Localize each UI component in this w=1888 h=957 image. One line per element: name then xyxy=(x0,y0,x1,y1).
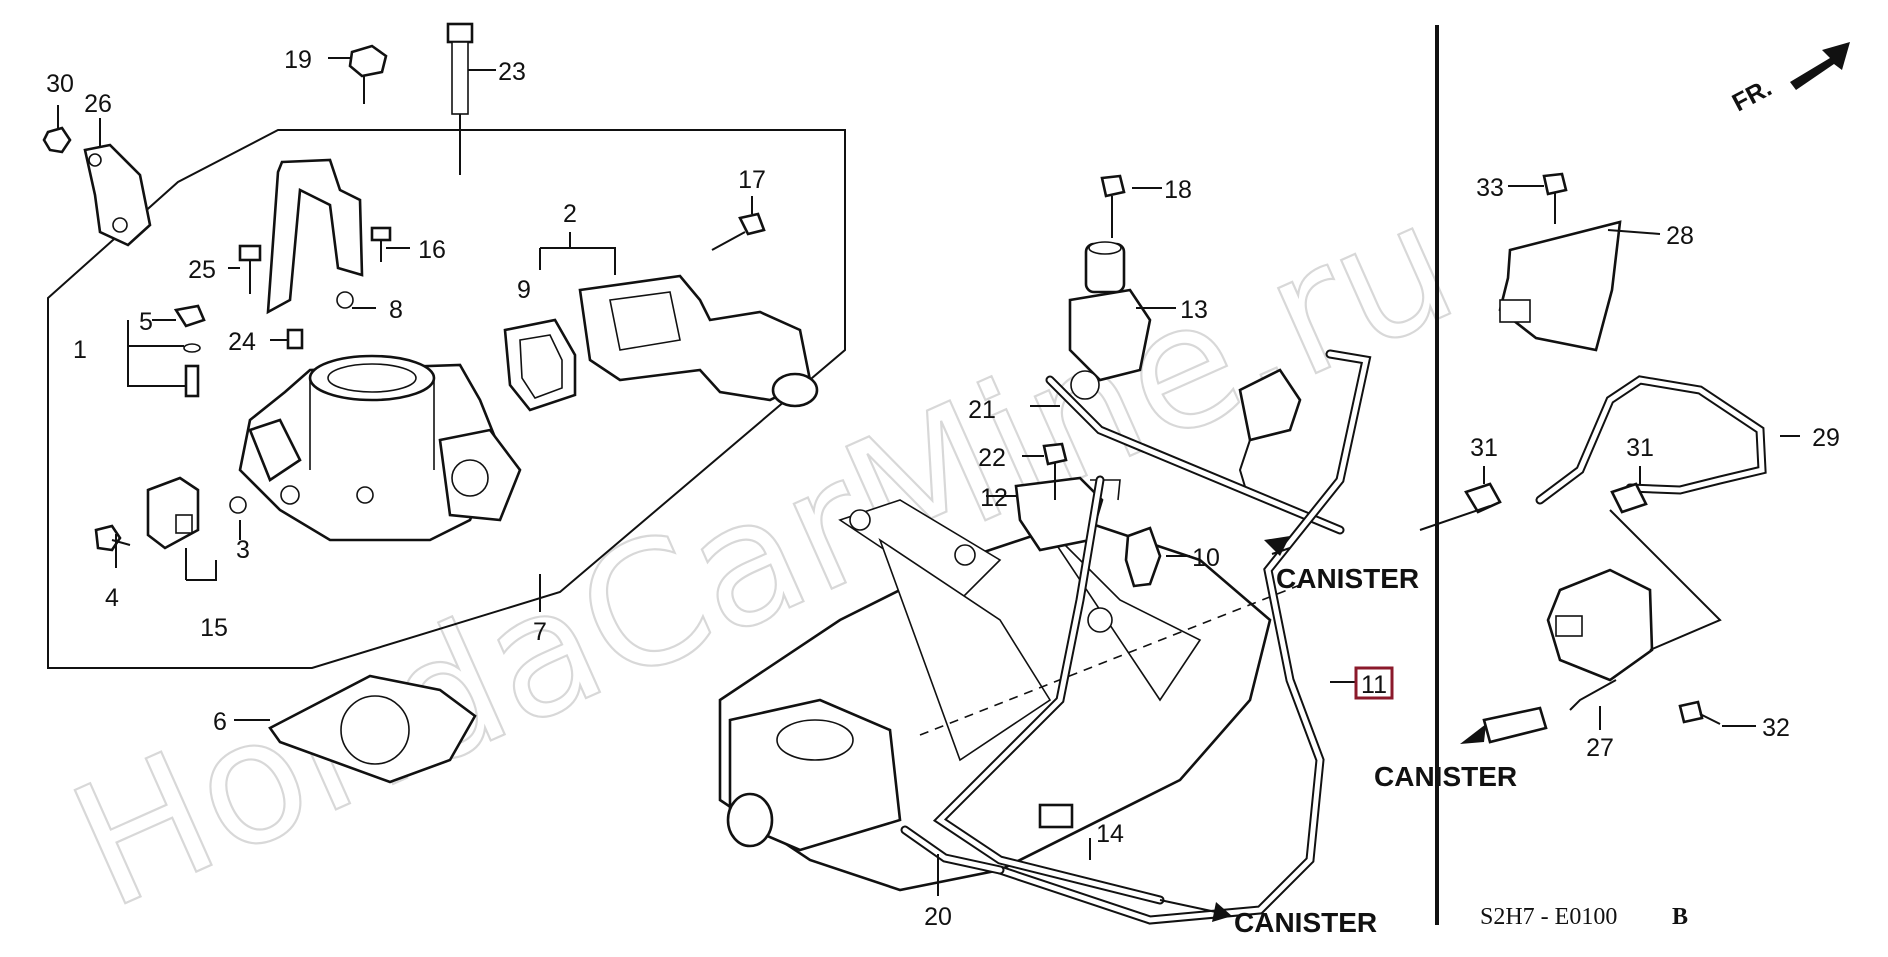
canister-text-bottom: CANISTER xyxy=(1234,907,1377,938)
flange-nut-19 xyxy=(348,44,388,78)
hose-29 xyxy=(1535,375,1767,505)
bracket-28 xyxy=(1498,220,1622,352)
screw-1 xyxy=(184,364,200,398)
part-ref-2: 2 xyxy=(563,200,577,228)
hose-14 xyxy=(932,475,1165,905)
part-ref-20: 20 xyxy=(924,903,952,931)
hose-21 xyxy=(1045,375,1345,535)
part-ref-22: 22 xyxy=(978,444,1006,472)
bracket-26 xyxy=(83,143,152,247)
solenoid-valve-13 xyxy=(1068,241,1152,400)
throttle-body xyxy=(238,354,522,542)
part-ref-33: 33 xyxy=(1476,174,1504,202)
vacuum-sensor xyxy=(1238,368,1302,491)
sensor-15 xyxy=(146,476,200,550)
gasket-5 xyxy=(173,304,206,328)
part-ref-32: 32 xyxy=(1762,714,1790,742)
connector-10 xyxy=(1124,526,1162,588)
part-ref-10: 10 xyxy=(1192,544,1220,572)
part-ref-16: 16 xyxy=(418,236,446,264)
screw-4 xyxy=(94,524,131,552)
part-ref-19: 19 xyxy=(284,46,312,74)
part-ref-27: 27 xyxy=(1586,734,1614,762)
canister-text-right: CANISTER xyxy=(1374,761,1517,792)
bolt-23 xyxy=(446,22,474,175)
bolt-18 xyxy=(1100,174,1126,238)
part-ref-14: 14 xyxy=(1096,820,1124,848)
part-ref-13: 13 xyxy=(1180,296,1208,324)
part-ref-1: 1 xyxy=(73,336,87,364)
diagram-code: S2H7 - E0100 xyxy=(1480,904,1617,930)
part-ref-21: 21 xyxy=(968,396,996,424)
part-ref-11-highlight xyxy=(1354,666,1394,700)
iac-valve-2 xyxy=(578,274,819,408)
front-direction-label: FR. xyxy=(1728,74,1777,118)
part-ref-26: 26 xyxy=(84,90,112,118)
part-ref-8: 8 xyxy=(389,296,403,324)
canister-label-bottom: CANISTER xyxy=(1159,899,1377,938)
canister-label-right: CANISTER xyxy=(1374,724,1517,792)
hose-clip-31-right xyxy=(1610,482,1648,514)
hose-20 xyxy=(900,825,1005,875)
part-ref-3: 3 xyxy=(236,536,250,564)
manifold-axis-line xyxy=(919,584,1301,736)
part-ref-31-left: 31 xyxy=(1470,434,1498,462)
part-ref-17: 17 xyxy=(738,166,766,194)
bolt-22 xyxy=(1042,442,1068,500)
leader-lines xyxy=(57,57,1800,896)
nut-30 xyxy=(42,126,72,154)
part-ref-25: 25 xyxy=(188,256,216,284)
front-direction-arrow: FR. xyxy=(1728,42,1850,117)
hose-11 xyxy=(995,349,1372,925)
part-ref-18: 18 xyxy=(1164,176,1192,204)
part-ref-29: 29 xyxy=(1812,424,1840,452)
bolt-32 xyxy=(1678,700,1721,725)
purge-control-solenoid-27 xyxy=(1546,568,1654,711)
part-ref-28: 28 xyxy=(1666,222,1694,250)
fitting-24 xyxy=(286,328,304,350)
bolt-16 xyxy=(370,226,392,262)
throttle-body-group-frame xyxy=(47,129,846,669)
part-ref-23: 23 xyxy=(498,58,526,86)
part-ref-4: 4 xyxy=(105,584,119,612)
screw-17 xyxy=(711,212,766,251)
part-ref-30: 30 xyxy=(46,70,74,98)
part-ref-5: 5 xyxy=(139,308,153,336)
part-reference-labels: 1 2 3 4 5 6 7 8 9 10 11 12 13 14 15 16 1… xyxy=(46,46,1840,931)
part-ref-15: 15 xyxy=(200,614,228,642)
canister-text-upper: CANISTER xyxy=(1276,563,1419,594)
part-ref-11: 11 xyxy=(1361,671,1387,699)
cable-bracket-8 xyxy=(266,158,364,315)
hose-clip-31-left xyxy=(1464,482,1502,514)
bolt-25 xyxy=(238,244,262,294)
part-ref-6: 6 xyxy=(213,708,227,736)
diagram-revision: B xyxy=(1672,904,1688,930)
throttle-gasket-6 xyxy=(268,674,477,784)
part-ref-31-right: 31 xyxy=(1626,434,1654,462)
canister-label-upper: CANISTER xyxy=(1264,536,1419,594)
washer-3 xyxy=(229,496,247,514)
part-ref-24: 24 xyxy=(228,328,256,356)
canister-hose-stub xyxy=(1482,706,1548,744)
o-ring-1 xyxy=(183,343,201,353)
part-ref-12: 12 xyxy=(980,484,1008,512)
part-ref-9: 9 xyxy=(517,276,531,304)
bolt-33 xyxy=(1542,172,1568,224)
gasket-9 xyxy=(503,318,577,412)
part-ref-7: 7 xyxy=(533,618,547,646)
